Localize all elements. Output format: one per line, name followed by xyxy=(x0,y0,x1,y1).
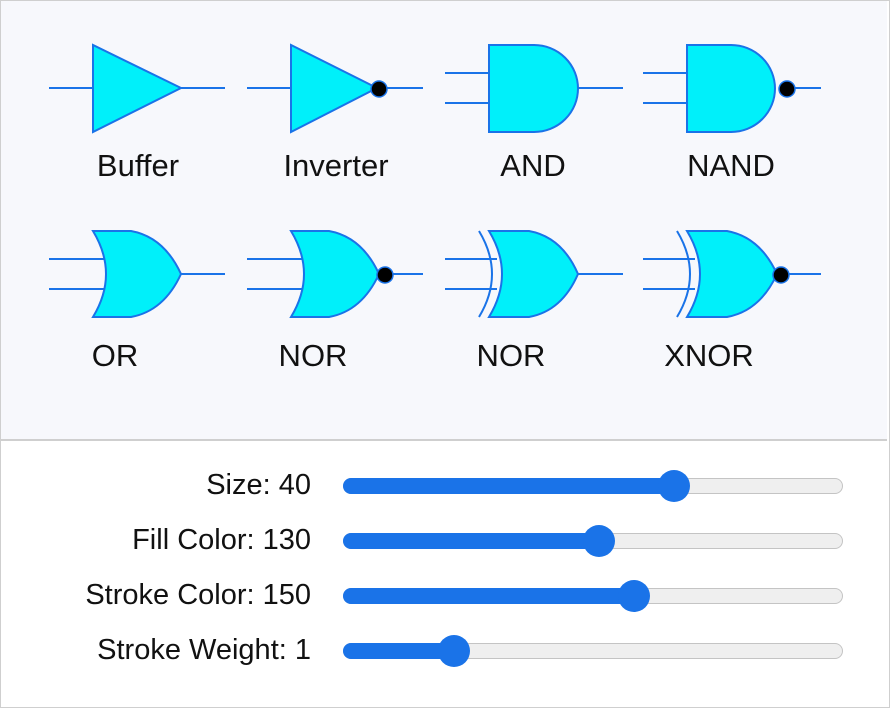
gate-buffer xyxy=(49,43,225,134)
control-row-size: Size: 40 xyxy=(1,465,887,505)
gate-label-buffer: Buffer xyxy=(96,148,180,183)
fill-color-label: Fill Color: 130 xyxy=(132,524,311,556)
gate-drawing: .wire { stroke: #1a73e8; stroke-width: 2… xyxy=(49,43,821,318)
gate-label-and: AND xyxy=(500,148,566,183)
fill-color-slider-thumb[interactable] xyxy=(583,525,615,557)
size-slider-thumb[interactable] xyxy=(658,470,690,502)
stroke-color-slider-fill xyxy=(343,588,634,604)
fill-color-slider-fill xyxy=(343,533,599,549)
stroke-weight-slider-fill xyxy=(343,643,454,659)
fill-color-slider[interactable] xyxy=(343,525,843,557)
stroke-weight-slider[interactable] xyxy=(343,635,843,667)
gate-nor xyxy=(247,230,423,318)
gate-label-nand: NAND xyxy=(687,148,775,183)
size-label: Size: 40 xyxy=(206,469,311,501)
gate-label-nor: NOR xyxy=(278,338,348,373)
gate-and xyxy=(445,44,623,133)
gate-xnor xyxy=(643,230,821,318)
stroke-weight-label: Stroke Weight: 1 xyxy=(97,634,311,666)
gate-nand xyxy=(643,44,821,133)
gate-label-or: OR xyxy=(91,338,139,373)
control-row-stroke-color: Stroke Color: 150 xyxy=(1,575,887,615)
stroke-color-label: Stroke Color: 150 xyxy=(85,579,311,611)
gate-canvas: .wire { stroke: #1a73e8; stroke-width: 2… xyxy=(1,1,887,441)
stroke-color-slider-thumb[interactable] xyxy=(618,580,650,612)
gate-inverter xyxy=(247,43,423,134)
control-row-stroke-weight: Stroke Weight: 1 xyxy=(1,630,887,670)
gate-xor xyxy=(445,230,623,318)
stroke-weight-slider-thumb[interactable] xyxy=(438,635,470,667)
control-row-fill-color: Fill Color: 130 xyxy=(1,520,887,560)
size-slider[interactable] xyxy=(343,470,843,502)
gate-label-inverter: Inverter xyxy=(283,148,389,183)
controls-panel: Size: 40 Fill Color: 130 Stroke Color: 1… xyxy=(1,441,887,706)
gate-or xyxy=(49,230,225,318)
size-slider-fill xyxy=(343,478,674,494)
gate-label-xnor: XNOR xyxy=(664,338,754,373)
gate-label-xor: NOR xyxy=(476,338,546,373)
stroke-color-slider[interactable] xyxy=(343,580,843,612)
